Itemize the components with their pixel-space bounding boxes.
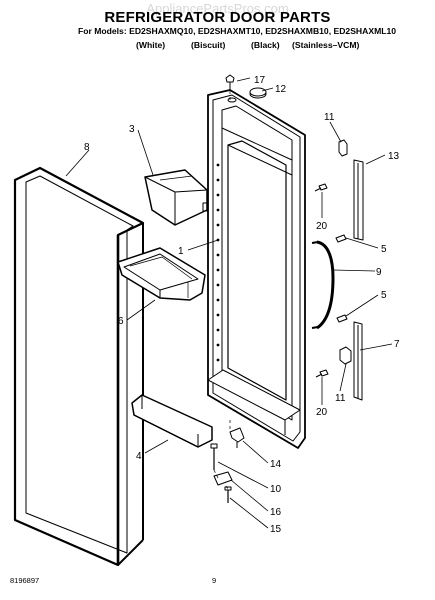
models-line: For Models: ED2SHAXMQ10, ED2SHAXMT10, ED…	[78, 26, 397, 36]
handle-screw-upper	[335, 234, 347, 243]
callout-3: 3	[129, 124, 135, 135]
callout-4: 4	[136, 451, 142, 462]
color-stainless: (Stainless–VCM)	[292, 40, 360, 50]
watermark: AppliancePartsPros.com	[146, 1, 289, 16]
door-gasket	[13, 166, 145, 567]
callout-10: 10	[270, 484, 282, 495]
screw-20-lower	[315, 369, 329, 378]
callout-13: 13	[388, 151, 400, 162]
dairy-door	[144, 169, 209, 226]
callout-9: 9	[376, 267, 382, 278]
callout-17: 17	[254, 75, 266, 86]
callout-14: 14	[270, 459, 282, 470]
bottom-hinge	[213, 471, 233, 486]
bottom-shelf	[131, 394, 213, 448]
callout-11-upper: 11	[324, 112, 335, 123]
callout-20-lower: 20	[316, 407, 328, 418]
trim-clip-upper	[338, 139, 348, 157]
callout-20-upper: 20	[316, 221, 328, 232]
callout-5-lower: 5	[381, 290, 387, 301]
callout-16: 16	[270, 507, 282, 518]
footer-page-number: 9	[212, 576, 217, 585]
side-trim-strip-lower	[353, 321, 363, 401]
footer-part-number: 8196897	[10, 576, 40, 585]
callout-7: 7	[394, 339, 400, 350]
callout-8: 8	[84, 142, 90, 153]
door-handle	[311, 240, 335, 330]
hinge-screw	[210, 443, 218, 470]
bottom-screw	[224, 486, 232, 503]
callout-1: 1	[178, 246, 184, 257]
top-hinge-screw	[225, 74, 235, 91]
side-trim-strip-upper	[353, 159, 364, 241]
door-bin	[117, 247, 206, 301]
callout-12: 12	[275, 84, 287, 95]
trim-clip-lower	[339, 346, 352, 365]
door-liner	[207, 89, 306, 449]
screw-20-upper	[314, 183, 328, 192]
bottom-hinge-bracket	[229, 427, 245, 448]
callout-15: 15	[270, 524, 282, 535]
color-black: (Black)	[251, 40, 280, 50]
callout-11-lower: 11	[335, 393, 346, 404]
color-biscuit: (Biscuit)	[191, 40, 226, 50]
handle-screw-lower	[336, 314, 348, 323]
hinge-plug	[249, 87, 267, 99]
page-title: REFRIGERATOR DOOR PARTS	[104, 9, 331, 26]
color-white: (White)	[136, 40, 166, 50]
callout-6: 6	[118, 316, 124, 327]
callout-5-upper: 5	[381, 244, 387, 255]
